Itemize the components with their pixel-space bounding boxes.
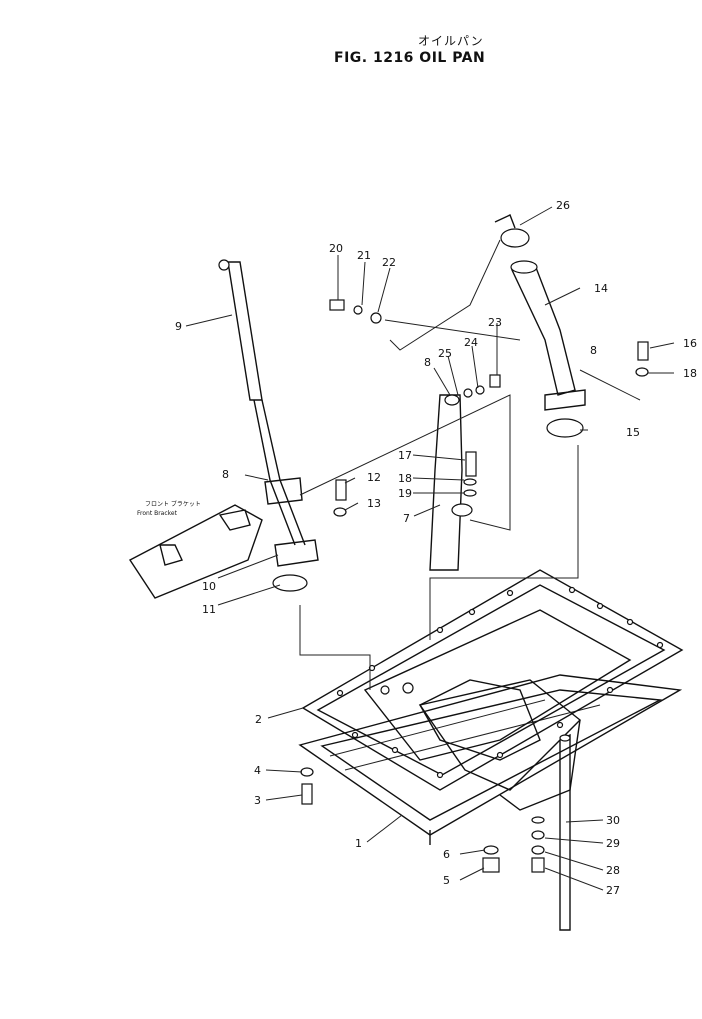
- callout-3: 3: [254, 794, 261, 807]
- callout-25: 25: [438, 347, 452, 360]
- callout-7: 7: [403, 512, 410, 525]
- callout-26: 26: [556, 199, 570, 212]
- front-bracket-label-en: Front Bracket: [137, 510, 178, 517]
- callout-12: 12: [367, 471, 381, 484]
- filler-cap: [494, 214, 530, 248]
- front-bracket-label-jp: フロント ブラケット: [145, 500, 201, 508]
- leader-lines: [185, 206, 675, 891]
- callout-27: 27: [606, 884, 620, 897]
- callout-15: 15: [626, 426, 640, 439]
- callout-8a: 8: [424, 356, 431, 369]
- callout-labels: 1 2 3 4 5 6 7 8 8 8 9 10 11 12 13 14 15 …: [175, 199, 697, 897]
- fasteners: [300, 299, 649, 873]
- callout-1: 1: [355, 837, 362, 850]
- callout-4: 4: [254, 764, 261, 777]
- title-japanese: オイルパン: [418, 34, 484, 48]
- callout-28: 28: [606, 864, 620, 877]
- vent-hose: [429, 394, 473, 571]
- callout-24: 24: [464, 336, 478, 349]
- callout-11: 11: [202, 603, 216, 616]
- callout-8c: 8: [590, 344, 597, 357]
- callout-13: 13: [367, 497, 381, 510]
- front-bracket: [128, 504, 263, 599]
- callout-18a: 18: [398, 472, 412, 485]
- callout-5: 5: [443, 874, 450, 887]
- callout-2: 2: [255, 713, 262, 726]
- oil-pan-body: [298, 674, 683, 845]
- oil-filler-tube: [510, 260, 586, 438]
- callout-10: 10: [202, 580, 216, 593]
- pan-inner-well: [363, 609, 632, 761]
- callout-16: 16: [683, 337, 697, 350]
- dipstick-assembly: [218, 259, 319, 592]
- callout-6: 6: [443, 848, 450, 861]
- drain-pipe: [559, 733, 571, 931]
- callout-14: 14: [594, 282, 608, 295]
- callout-21: 21: [357, 249, 371, 262]
- assembly-lines: [299, 239, 641, 690]
- callout-23: 23: [488, 316, 502, 329]
- callout-17: 17: [398, 449, 412, 462]
- callout-8b: 8: [222, 468, 229, 481]
- callout-29: 29: [606, 837, 620, 850]
- callout-20: 20: [329, 242, 343, 255]
- callout-18b: 18: [683, 367, 697, 380]
- callout-30: 30: [606, 814, 620, 827]
- callout-19: 19: [398, 487, 412, 500]
- gasket: [301, 569, 684, 791]
- figure-title: FIG. 1216 OIL PAN: [334, 50, 486, 66]
- callout-9: 9: [175, 320, 182, 333]
- gasket-bolt-holes: [336, 586, 664, 779]
- callout-22: 22: [382, 256, 396, 269]
